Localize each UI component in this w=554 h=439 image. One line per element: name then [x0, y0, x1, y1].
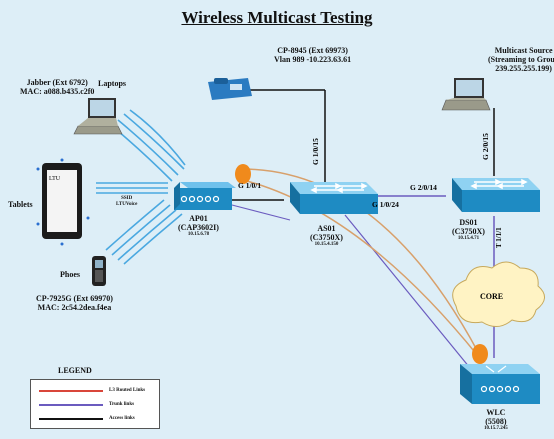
tablet-icon — [36, 158, 90, 246]
legend-line-trunk — [39, 404, 103, 406]
ds-label: DS01 (C3750X) 10.15.4.71 — [452, 218, 485, 241]
desk-phone-icon — [208, 78, 252, 100]
multicast-marker-ap — [235, 164, 251, 184]
core-label: CORE — [480, 292, 503, 301]
wlc-label: WLC (5508) 10.15.7.245 — [484, 408, 508, 431]
legend: L3 Routed Links Trunk links Access links — [30, 379, 160, 429]
port-label-ds-core: T 1/1/1 — [495, 227, 503, 248]
laptops-label: Laptops — [98, 79, 127, 88]
multicast-source-laptop-icon — [441, 78, 491, 111]
laptop-icon — [73, 98, 123, 135]
multicast-source-label: Multicast Source (Streaming to Group 239… — [488, 46, 554, 73]
link-ap-as-trunk — [231, 204, 291, 221]
port-label-as-ds: G 1/0/24 — [372, 200, 399, 209]
diagram-title: Wireless Multicast Testing — [181, 8, 373, 27]
link-as-wlc-trunk — [344, 214, 471, 369]
distribution-switch-icon — [452, 178, 540, 212]
phone-ext-label: CP-7925G (Ext 69970) MAC: 2c54.2dea.f4ea — [36, 294, 113, 312]
wireless-waves-phone — [105, 199, 183, 265]
port-label-ds-laptop: G 2/0/15 — [481, 133, 490, 160]
access-switch-icon — [290, 182, 378, 214]
legend-item-l3: L3 Routed Links — [37, 386, 155, 395]
port-label-ap-as: G 1/0/1 — [238, 181, 261, 190]
tablets-label: Tablets — [8, 200, 33, 209]
multicast-path-upper — [242, 168, 479, 353]
as-label: AS01 (C3750X) 10.15.4.150 — [310, 224, 343, 247]
desk-phone-label: CP-8945 (Ext 69973) Vlan 989 -10.223.63.… — [274, 46, 352, 64]
wlc-icon — [460, 364, 540, 404]
access-point-icon — [174, 182, 236, 210]
phones-label: Phoes — [60, 270, 80, 279]
jabber-label: Jabber (Ext 6792) MAC: a088.b435.c2f0 — [20, 78, 95, 96]
ap-label: AP01 (CAP3602I) 10.15.6.78 — [178, 214, 219, 237]
wireless-phone-icon — [92, 256, 106, 286]
port-label-as-phone: G 1/0/15 — [311, 138, 320, 165]
wireless-waves-tablet — [96, 182, 168, 194]
tablet-screen-text: LTU — [49, 176, 61, 182]
ssid-label: SSID LTUVoice — [116, 196, 138, 207]
legend-line-access — [39, 418, 103, 420]
legend-item-trunk: Trunk links — [37, 400, 155, 409]
legend-line-l3 — [39, 390, 103, 392]
legend-item-access: Access links — [37, 414, 155, 423]
legend-title: LEGEND — [58, 366, 92, 375]
multicast-marker-wlc — [472, 344, 488, 364]
core-cloud-icon — [452, 261, 545, 327]
port-label-ds-as: G 2/0/14 — [410, 183, 437, 192]
multicast-path-lower — [242, 179, 479, 357]
wireless-waves-laptop — [111, 109, 186, 182]
